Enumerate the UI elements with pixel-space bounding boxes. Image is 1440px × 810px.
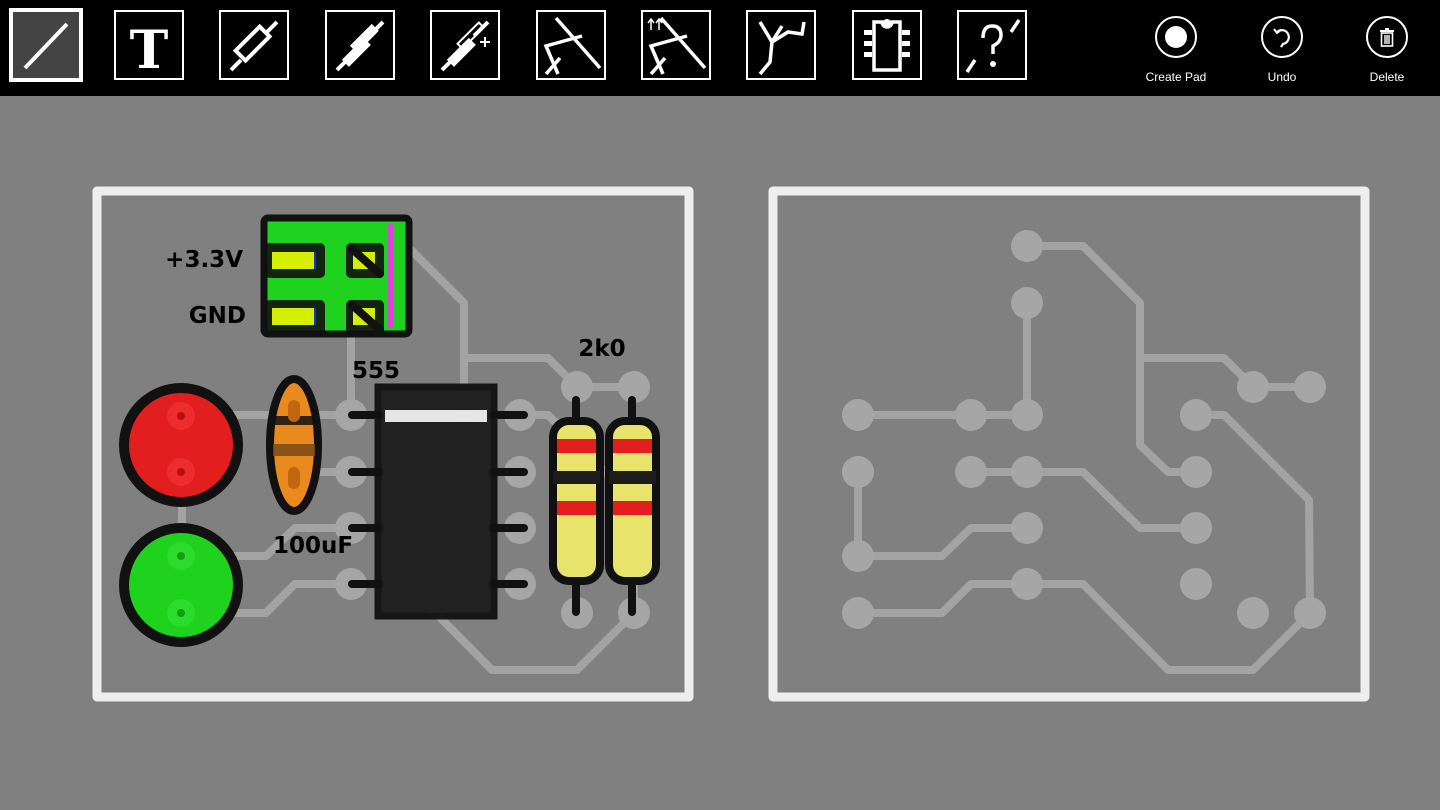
trash-icon bbox=[1380, 28, 1394, 47]
copper-trace[interactable] bbox=[971, 468, 1196, 532]
diode-icon bbox=[543, 16, 602, 76]
solder-pad[interactable] bbox=[1011, 230, 1043, 262]
led-icon bbox=[647, 16, 707, 76]
board-outline-left bbox=[92, 186, 694, 702]
solder-pad[interactable] bbox=[955, 399, 987, 431]
solder-pad[interactable] bbox=[955, 456, 987, 488]
copper-trace[interactable] bbox=[854, 472, 1027, 560]
solder-pad[interactable] bbox=[842, 540, 874, 572]
solder-pad[interactable] bbox=[1180, 512, 1212, 544]
copper-trace[interactable] bbox=[1140, 354, 1310, 391]
transistor-icon bbox=[758, 21, 806, 76]
undo-icon bbox=[1273, 28, 1290, 48]
solder-pad[interactable] bbox=[1011, 568, 1043, 600]
solder-pad[interactable] bbox=[842, 456, 874, 488]
resistor-label: 2k0 bbox=[578, 336, 625, 362]
text-tool-button[interactable]: T bbox=[114, 10, 184, 80]
ic-label: 555 bbox=[352, 358, 400, 384]
delete-button[interactable]: Delete bbox=[1342, 16, 1432, 84]
design-canvas[interactable]: +3.3V GND 100uF bbox=[0, 96, 1440, 810]
ic-tool-button[interactable] bbox=[852, 10, 922, 80]
solder-pad[interactable] bbox=[1011, 456, 1043, 488]
capacitor-tool-button[interactable] bbox=[325, 10, 395, 80]
resistor-tool-button[interactable] bbox=[219, 10, 289, 80]
solder-pad[interactable] bbox=[1180, 456, 1212, 488]
ic-555[interactable] bbox=[348, 383, 528, 620]
ground-label: GND bbox=[189, 303, 246, 329]
solder-pad[interactable] bbox=[842, 399, 874, 431]
capacitor[interactable] bbox=[266, 375, 322, 515]
copper-traces-right bbox=[842, 230, 1326, 674]
text-icon: T bbox=[130, 20, 169, 78]
toolbar: T Create Pad Undo Delete bbox=[0, 0, 1440, 96]
undo-label: Undo bbox=[1267, 70, 1297, 84]
undo-button[interactable]: Undo bbox=[1237, 16, 1327, 84]
diode-tool-button[interactable] bbox=[536, 10, 606, 80]
copper-side-board bbox=[768, 186, 1370, 702]
capacitor-label: 100uF bbox=[273, 533, 353, 559]
solder-pad[interactable] bbox=[561, 371, 593, 403]
copper-trace[interactable] bbox=[858, 580, 1313, 674]
power-connector[interactable] bbox=[260, 214, 413, 338]
line-icon bbox=[23, 22, 69, 70]
delete-label: Delete bbox=[1369, 70, 1405, 84]
solder-pad[interactable] bbox=[1011, 512, 1043, 544]
resistor-icon bbox=[229, 20, 279, 72]
copper-trace[interactable] bbox=[1196, 411, 1314, 614]
solder-pad[interactable] bbox=[1180, 399, 1212, 431]
solder-pad[interactable] bbox=[1011, 287, 1043, 319]
pad-icon bbox=[1165, 26, 1187, 48]
solder-pad[interactable] bbox=[1180, 568, 1212, 600]
solder-pad[interactable] bbox=[1237, 597, 1269, 629]
resistor-2[interactable] bbox=[605, 396, 660, 616]
green-led[interactable] bbox=[119, 523, 243, 647]
chip-icon bbox=[864, 19, 910, 72]
solder-pad[interactable] bbox=[1294, 371, 1326, 403]
board-outline-right bbox=[768, 186, 1370, 702]
copper-trace[interactable] bbox=[858, 303, 1031, 419]
resistor-1[interactable] bbox=[549, 396, 604, 616]
copper-trace[interactable] bbox=[1027, 242, 1196, 476]
svg-text:T: T bbox=[130, 20, 169, 78]
solder-pad[interactable] bbox=[1011, 399, 1043, 431]
component-side-board: +3.3V GND 100uF bbox=[92, 186, 694, 702]
track-tool-button[interactable] bbox=[9, 8, 83, 82]
led-tool-button[interactable] bbox=[641, 10, 711, 80]
red-led[interactable] bbox=[119, 383, 243, 507]
create-pad-label: Create Pad bbox=[1145, 70, 1207, 84]
capacitor-icon bbox=[335, 20, 385, 72]
electrolytic-capacitor-tool-button[interactable] bbox=[430, 10, 500, 80]
question-icon bbox=[965, 19, 1021, 73]
solder-pad[interactable] bbox=[1294, 597, 1326, 629]
unknown-component-tool-button[interactable] bbox=[957, 10, 1027, 80]
create-pad-button[interactable]: Create Pad bbox=[1131, 16, 1221, 84]
polarized-capacitor-icon bbox=[440, 20, 490, 72]
power-label: +3.3V bbox=[165, 247, 243, 273]
solder-pad[interactable] bbox=[1237, 371, 1269, 403]
solder-pad[interactable] bbox=[618, 371, 650, 403]
copper-trace[interactable] bbox=[464, 354, 634, 391]
transistor-tool-button[interactable] bbox=[746, 10, 816, 80]
solder-pad[interactable] bbox=[842, 597, 874, 629]
